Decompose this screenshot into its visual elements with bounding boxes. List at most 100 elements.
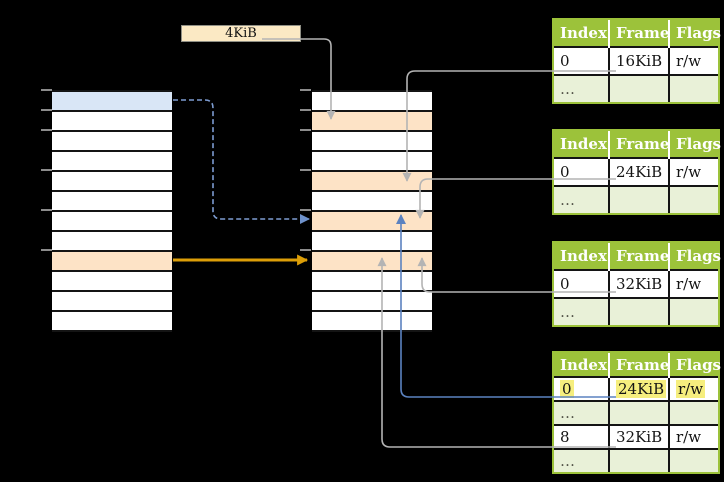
cell-index: 8 (554, 424, 610, 449)
cell-flags: r/w (669, 269, 718, 298)
column-header-index: Index (554, 131, 610, 158)
cell-index: 0 (554, 157, 610, 186)
memory-row (312, 192, 432, 212)
table-row-ellipsis: … (554, 185, 718, 213)
axis-tick (41, 169, 52, 171)
axis-tick (300, 169, 311, 171)
table-header-row: Index Frame Flags (554, 353, 721, 377)
cell-frame: 24KiB (609, 376, 670, 401)
frame-size-label: 4KiB (181, 25, 301, 42)
cell-flags (669, 74, 718, 102)
cell-index: … (554, 74, 610, 102)
axis-tick (41, 89, 52, 91)
table-row-ellipsis: … (554, 400, 718, 425)
cell-index: 0 (554, 376, 610, 401)
cell-index: 0 (554, 46, 610, 75)
column-header-flags: Flags (669, 131, 721, 158)
cell-index: … (554, 297, 610, 325)
page-table-32kib: Index Frame Flags 0 32KiB r/w … (552, 241, 721, 327)
memory-row-highlight-orange (312, 212, 432, 232)
axis-tick (300, 249, 311, 251)
memory-row (52, 152, 172, 172)
frame-size-label-text: 4KiB (225, 26, 257, 41)
column-header-frame: Frame (609, 131, 670, 158)
cell-frame (609, 400, 670, 425)
cell-flags (669, 400, 718, 425)
cell-flags (669, 448, 718, 472)
cell-flags (669, 297, 718, 325)
table-row: 0 16KiB r/w (554, 46, 718, 75)
cell-frame (609, 448, 670, 472)
cell-index: 0 (554, 269, 610, 298)
column-header-index: Index (554, 20, 610, 47)
memory-row (52, 172, 172, 192)
axis-tick (300, 109, 311, 111)
highlighted-value: 24KiB (616, 380, 667, 398)
cell-index: … (554, 448, 610, 472)
cell-frame: 32KiB (609, 424, 670, 449)
table-row-ellipsis: … (554, 448, 718, 472)
table-header-row: Index Frame Flags (554, 243, 721, 270)
cell-frame (609, 74, 670, 102)
cell-flags: r/w (669, 376, 718, 401)
highlighted-value: 0 (560, 380, 574, 398)
column-header-flags: Flags (669, 353, 721, 377)
memory-row (52, 132, 172, 152)
cell-frame (609, 185, 670, 213)
memory-row (52, 212, 172, 232)
table-row: 8 32KiB r/w (554, 424, 718, 449)
table-row-highlighted: 0 24KiB r/w (554, 376, 718, 401)
axis-tick (300, 129, 311, 131)
memory-row (312, 272, 432, 292)
table-row-ellipsis: … (554, 297, 718, 325)
memory-row-highlight-orange (312, 172, 432, 192)
column-header-frame: Frame (609, 243, 670, 270)
table-header-row: Index Frame Flags (554, 131, 721, 158)
cell-frame (609, 297, 670, 325)
memory-row-highlight-blue (52, 92, 172, 112)
column-header-index: Index (554, 353, 610, 377)
axis-tick (300, 89, 311, 91)
cell-flags (669, 185, 718, 213)
memory-row (52, 192, 172, 212)
axis-tick (41, 129, 52, 131)
page-table-level2: Index Frame Flags 0 24KiB r/w … 8 32KiB … (552, 351, 721, 474)
column-header-index: Index (554, 243, 610, 270)
memory-row-highlight-orange (312, 252, 432, 272)
memory-row (52, 292, 172, 312)
memory-row (52, 272, 172, 292)
cell-frame: 24KiB (609, 157, 670, 186)
cell-flags: r/w (669, 424, 718, 449)
cell-frame: 32KiB (609, 269, 670, 298)
memory-row (52, 112, 172, 132)
cell-flags: r/w (669, 157, 718, 186)
memory-row (52, 232, 172, 252)
memory-row (312, 312, 432, 332)
memory-row-highlight-orange (312, 112, 432, 132)
table-row-ellipsis: … (554, 74, 718, 102)
memory-row (312, 292, 432, 312)
highlighted-value: r/w (676, 380, 706, 398)
column-header-flags: Flags (669, 243, 721, 270)
memory-row (312, 92, 432, 112)
middle-memory-column (312, 90, 432, 332)
column-header-frame: Frame (609, 353, 670, 377)
memory-row (312, 232, 432, 252)
axis-tick (41, 109, 52, 111)
memory-row (312, 132, 432, 152)
column-header-frame: Frame (609, 20, 670, 47)
memory-row (52, 312, 172, 332)
left-memory-column (52, 90, 172, 332)
arrow-virtual-row1-to-physical-row7 (173, 99, 310, 224)
cell-frame: 16KiB (609, 46, 670, 75)
column-header-flags: Flags (669, 20, 721, 47)
page-table-16kib: Index Frame Flags 0 16KiB r/w … (552, 18, 721, 104)
cell-index: … (554, 185, 610, 213)
memory-row-highlight-orange (52, 252, 172, 272)
memory-row (312, 152, 432, 172)
cell-flags: r/w (669, 46, 718, 75)
table-header-row: Index Frame Flags (554, 20, 721, 47)
axis-tick (41, 249, 52, 251)
table-row: 0 32KiB r/w (554, 269, 718, 298)
